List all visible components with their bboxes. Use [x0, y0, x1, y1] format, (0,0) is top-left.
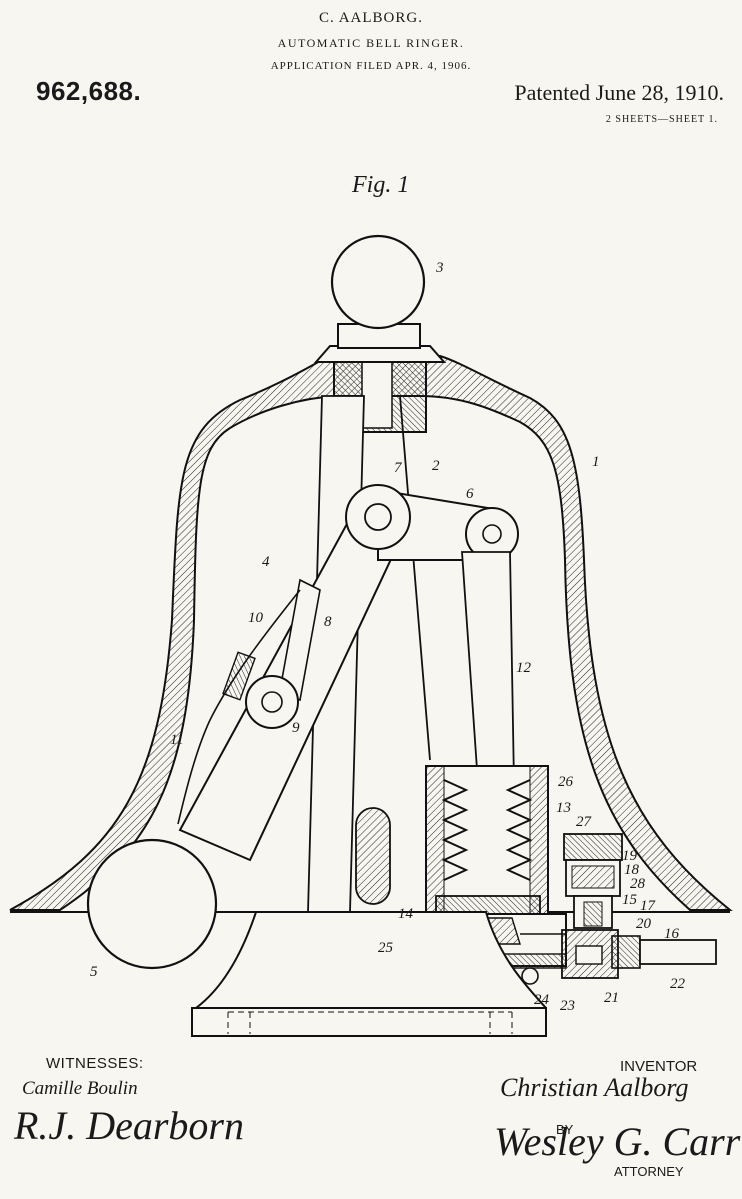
- ref-24: 24: [534, 992, 550, 1008]
- spring-clip: [222, 651, 256, 701]
- by-label: BY: [556, 1122, 574, 1137]
- ref-1: 1: [592, 454, 600, 470]
- witness-signature-2: R.J. Dearborn: [14, 1103, 244, 1148]
- crown-bolt-hole: [361, 361, 393, 429]
- bell-slot: [355, 807, 391, 905]
- bell-shell: [9, 355, 733, 911]
- inventor-name-header: C. AALBORG.: [319, 10, 423, 26]
- ref-6: 6: [466, 486, 474, 502]
- patent-number: 962,688.: [36, 76, 142, 106]
- clapper-ball: [86, 838, 218, 970]
- ref-8: 8: [324, 614, 332, 630]
- return-spring-right: [505, 779, 533, 881]
- application-filed-date: APPLICATION FILED APR. 4, 1906.: [270, 60, 472, 72]
- ref-27: 27: [576, 814, 593, 830]
- valve-stem: [583, 901, 603, 927]
- clapper-spring: [177, 589, 301, 825]
- lever-end-pin: [482, 524, 502, 544]
- ref-16: 16: [664, 926, 680, 942]
- witnesses-heading: WITNESSES:: [46, 1055, 144, 1072]
- cylinder-wall-left: [425, 765, 445, 917]
- valve-cap: [563, 833, 623, 861]
- ref-2: 2: [432, 458, 440, 474]
- ref-25: 25: [378, 940, 394, 956]
- ref-23: 23: [560, 998, 575, 1014]
- ref-19: 19: [622, 848, 638, 864]
- return-spring-left: [441, 779, 469, 881]
- lever-pivot-pin: [364, 503, 392, 531]
- patent-title: AUTOMATIC BELL RINGER.: [277, 36, 465, 50]
- inventor-signature: Christian Aalborg: [500, 1073, 689, 1102]
- ref-11: 11: [170, 732, 184, 748]
- link-pivot-pin: [261, 691, 283, 713]
- link-bar: [279, 578, 321, 702]
- air-supply-pipe: [639, 939, 717, 965]
- ref-20: 20: [636, 916, 652, 932]
- ref-21: 21: [604, 990, 619, 1006]
- ref-10: 10: [248, 610, 264, 626]
- witness-signature-1: Camille Boulin: [22, 1078, 138, 1099]
- crown-collar: [313, 345, 447, 363]
- ref-4: 4: [262, 554, 270, 570]
- sheet-count: 2 SHEETS—SHEET 1.: [605, 114, 718, 125]
- pipe-coupling: [611, 935, 641, 969]
- ref-26: 26: [558, 774, 574, 790]
- valve-core: [571, 865, 615, 889]
- ref-9: 9: [292, 720, 300, 736]
- inventor-heading: INVENTOR: [620, 1058, 698, 1075]
- attorney-signature: Wesley G. Carr: [494, 1119, 741, 1164]
- ref-28: 28: [630, 876, 646, 892]
- ref-22: 22: [670, 976, 686, 992]
- cylinder-wall-right: [529, 765, 549, 917]
- reference-numerals: 1 2 3 4 5 6 7 8 9 10 11 12 13 14 15 16 1…: [90, 260, 686, 1014]
- pedestal-base: [191, 1007, 547, 1037]
- ref-17: 17: [640, 898, 657, 914]
- crown-ball: [330, 234, 426, 330]
- support-column-right-edge: [399, 395, 431, 761]
- patent-date: Patented June 28, 1910.: [514, 80, 724, 105]
- ref-7: 7: [394, 460, 403, 476]
- fitting-port: [575, 945, 603, 965]
- ref-14: 14: [398, 906, 414, 922]
- ref-18: 18: [624, 862, 640, 878]
- base-bolt-right: [521, 967, 539, 985]
- ref-12: 12: [516, 660, 532, 676]
- attorney-heading: ATTORNEY: [614, 1164, 684, 1179]
- figure-label: Fig. 1: [352, 172, 410, 198]
- ref-3: 3: [435, 260, 444, 276]
- pedestal-hidden-lines: [227, 1011, 513, 1034]
- ref-15: 15: [622, 892, 638, 908]
- ref-13: 13: [556, 800, 571, 816]
- ref-5: 5: [90, 964, 98, 980]
